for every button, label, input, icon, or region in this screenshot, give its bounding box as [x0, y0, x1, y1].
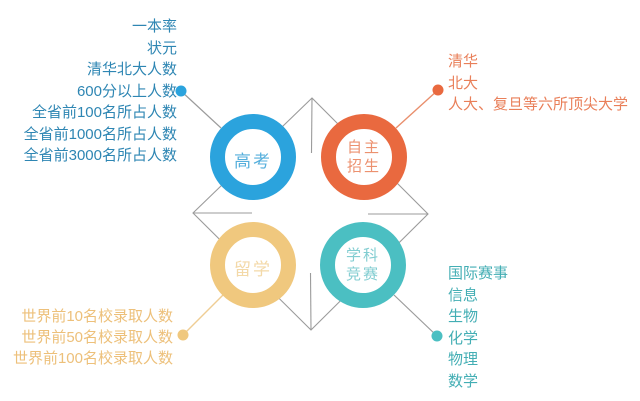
- list-item: 化学: [448, 329, 479, 347]
- xueke-connector-line: [393, 294, 438, 337]
- list-item: 信息: [448, 286, 479, 304]
- list-item: 清华: [448, 53, 479, 70]
- liuxue-node-label: 留学: [234, 260, 272, 279]
- zizhu-anchor-dot: [432, 84, 444, 96]
- list-item: 600分以上人数: [76, 82, 177, 100]
- xueke-anchor-dot: [431, 330, 443, 342]
- zizhu-node-label: 自主 招生: [314, 138, 414, 176]
- list-item: 人大、复旦等六所顶尖大学: [448, 96, 629, 113]
- xueke-label-line2: 竞赛: [345, 266, 380, 283]
- gaokao-connector-line: [180, 90, 222, 129]
- list-item: 世界前100名校录取人数: [12, 350, 173, 367]
- list-item: 世界前50名校录取人数: [21, 329, 173, 346]
- liuxue-connector-line: [182, 294, 224, 336]
- list-item: 清华北大人数: [86, 61, 177, 78]
- xueke-metric-list: 国际赛事 信息 生物 化学 物理 数学: [448, 263, 508, 392]
- list-item: 生物: [448, 308, 479, 325]
- list-item: 世界前10名校录取人数: [21, 308, 173, 325]
- zizhu-label-line1: 自主: [346, 139, 381, 156]
- arrow-shaft-up: [310, 97, 313, 154]
- list-item: 北大: [448, 74, 479, 92]
- xueke-node-label: 学科 竞赛: [313, 246, 413, 284]
- list-item: 全省前1000名所占人数: [23, 125, 177, 143]
- list-item: 全省前3000名所占人数: [23, 147, 177, 164]
- gaokao-node-label: 高考: [234, 152, 272, 171]
- zizhu-label-line2: 招生: [346, 158, 381, 175]
- list-item: 状元: [146, 39, 177, 57]
- arrow-shaft-down: [309, 272, 312, 331]
- xueke-label-line1: 学科: [345, 247, 380, 264]
- liuxue-metric-list: 世界前10名校录取人数 世界前50名校录取人数 世界前100名校录取人数: [3, 306, 173, 369]
- liuxue-anchor-dot: [177, 329, 189, 341]
- liuxue-ring: [210, 222, 296, 308]
- list-item: 物理: [448, 351, 479, 368]
- list-item: 全省前100名所占人数: [31, 104, 177, 121]
- zizhu-connector-line: [395, 89, 439, 129]
- gaokao-metric-list: 一本率 状元 清华北大人数 600分以上人数 全省前100名所占人数 全省前10…: [7, 16, 177, 167]
- list-item: 数学: [448, 372, 479, 390]
- gaokao-ring: [210, 114, 296, 200]
- zizhu-ring: [321, 114, 407, 200]
- zizhu-metric-list: 清华 北大 人大、复旦等六所顶尖大学: [448, 51, 628, 116]
- list-item: 一本率: [131, 18, 177, 35]
- xueke-ring: [320, 222, 406, 308]
- list-item: 国际赛事: [448, 265, 509, 282]
- gaokao-anchor-dot: [175, 85, 187, 97]
